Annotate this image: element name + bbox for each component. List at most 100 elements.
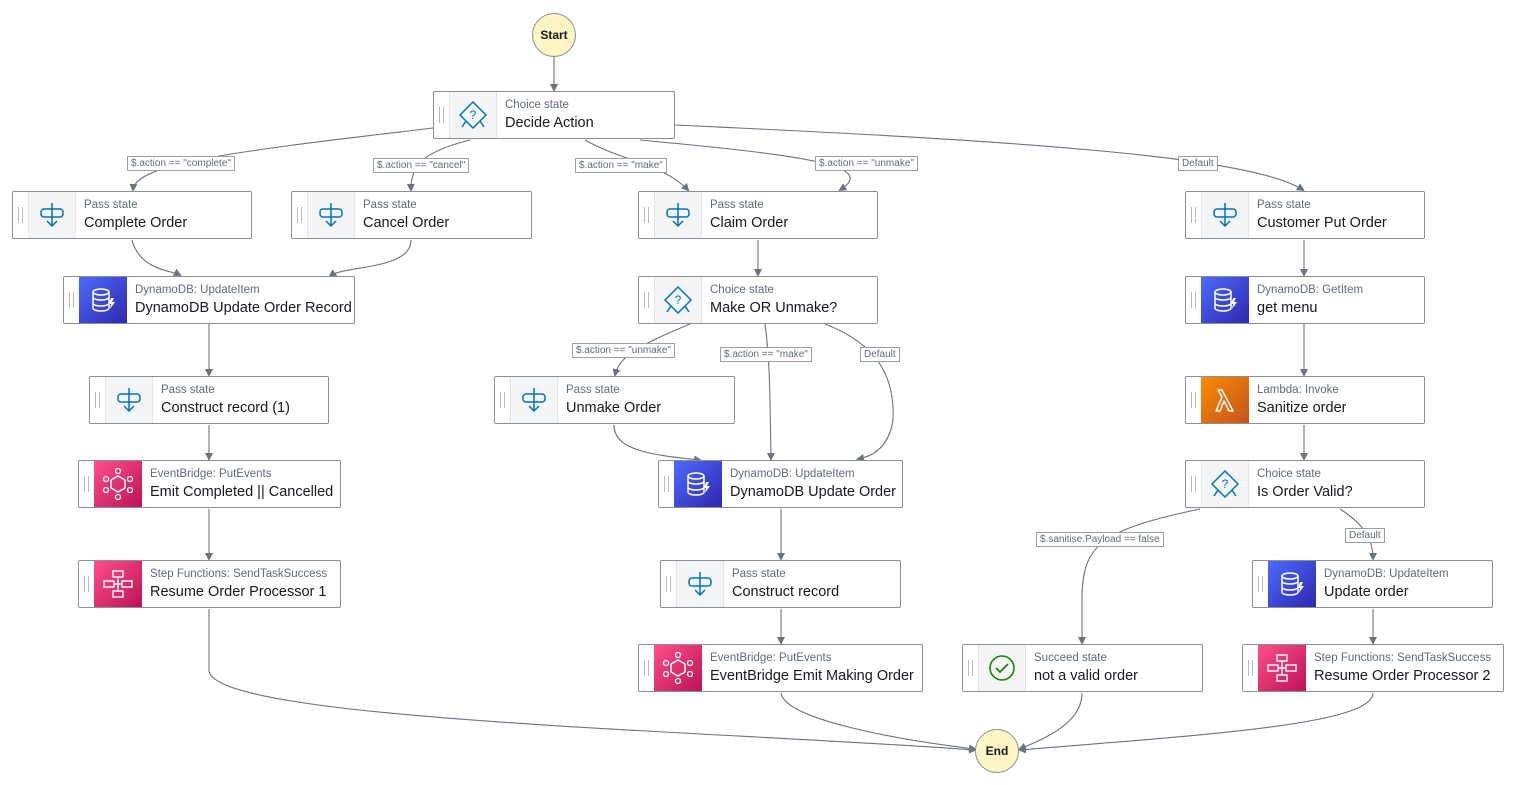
drag-handle-icon[interactable] xyxy=(639,645,654,691)
end-node[interactable]: End xyxy=(975,729,1019,773)
svg-text:?: ? xyxy=(470,108,477,122)
condition-label-complete: $.action == "complete" xyxy=(127,156,235,171)
state-name: Cancel Order xyxy=(363,214,450,231)
drag-handle-icon[interactable] xyxy=(1253,561,1268,607)
state-name: Customer Put Order xyxy=(1257,214,1387,231)
drag-handle-icon[interactable] xyxy=(292,192,307,238)
eventbridge-icon xyxy=(94,461,142,507)
state-name: Sanitize order xyxy=(1257,399,1347,416)
drag-handle-icon[interactable] xyxy=(1186,277,1201,323)
dynamodb-icon xyxy=(674,461,722,507)
drag-handle-icon[interactable] xyxy=(79,461,94,507)
condition-label-sanitise-false: $.sanitise.Payload == false xyxy=(1036,532,1164,547)
drag-handle-icon[interactable] xyxy=(1186,192,1201,238)
state-name: Make OR Unmake? xyxy=(710,299,838,316)
state-name: Unmake Order xyxy=(566,399,662,416)
state-name: Claim Order xyxy=(710,214,789,231)
edge-resume1-end xyxy=(208,609,977,754)
condition-label-make-2: $.action == "make" xyxy=(720,347,812,362)
pass-icon xyxy=(1201,192,1249,238)
state-get-menu[interactable]: DynamoDB: GetItem get menu xyxy=(1185,276,1425,324)
state-name: DynamoDB Update Order xyxy=(730,483,897,500)
drag-handle-icon[interactable] xyxy=(79,561,94,607)
state-type: Pass state xyxy=(710,198,764,211)
choice-icon: ? xyxy=(654,277,702,323)
condition-label-default-2: Default xyxy=(860,347,900,362)
state-type: Lambda: Invoke xyxy=(1257,383,1339,396)
drag-handle-icon[interactable] xyxy=(659,461,674,507)
state-type: Succeed state xyxy=(1034,651,1107,664)
condition-label-make: $.action == "make" xyxy=(575,158,667,173)
pass-icon xyxy=(28,192,76,238)
drag-handle-icon[interactable] xyxy=(64,277,79,323)
edge-resume2-end xyxy=(1018,692,1374,754)
step-functions-icon xyxy=(94,561,142,607)
state-name: DynamoDB Update Order Record xyxy=(135,299,352,316)
drag-handle-icon[interactable] xyxy=(639,277,654,323)
pass-icon xyxy=(307,192,355,238)
drag-handle-icon[interactable] xyxy=(90,377,105,423)
state-name: Is Order Valid? xyxy=(1257,483,1353,500)
state-type: DynamoDB: GetItem xyxy=(1257,283,1364,296)
check-circle-icon xyxy=(978,645,1026,691)
state-type: Pass state xyxy=(363,198,417,211)
drag-handle-icon[interactable] xyxy=(1186,377,1201,423)
state-type: DynamoDB: UpdateItem xyxy=(730,467,855,480)
pass-icon xyxy=(654,192,702,238)
condition-label-unmake: $.action == "unmake" xyxy=(815,156,918,171)
state-name: Construct record (1) xyxy=(161,399,290,416)
state-type: Pass state xyxy=(84,198,138,211)
drag-handle-icon[interactable] xyxy=(661,561,676,607)
drag-handle-icon[interactable] xyxy=(639,192,654,238)
state-name: Emit Completed || Cancelled xyxy=(150,483,334,500)
dynamodb-icon xyxy=(1268,561,1316,607)
state-name: get menu xyxy=(1257,299,1318,316)
drag-handle-icon[interactable] xyxy=(495,377,510,423)
edge-valid-notvalid xyxy=(1078,508,1201,645)
edge-makeunmake-dynamoupd xyxy=(764,323,775,461)
edge-makeunmake-default xyxy=(824,323,894,462)
dynamodb-icon xyxy=(1201,277,1249,323)
lambda-icon xyxy=(1201,377,1249,423)
state-type: DynamoDB: UpdateItem xyxy=(135,283,260,296)
drag-handle-icon[interactable] xyxy=(963,645,978,691)
svg-text:?: ? xyxy=(675,293,682,307)
drag-handle-icon[interactable] xyxy=(434,92,449,138)
state-type: Choice state xyxy=(710,283,774,296)
state-type: DynamoDB: UpdateItem xyxy=(1324,567,1449,580)
drag-handle-icon[interactable] xyxy=(1186,461,1201,507)
state-name: Complete Order xyxy=(84,214,188,231)
condition-label-unmake-2: $.action == "unmake" xyxy=(572,343,675,358)
edge-emitmaking-end xyxy=(780,692,977,753)
state-type: EventBridge: PutEvents xyxy=(710,651,832,664)
drag-handle-icon[interactable] xyxy=(1243,645,1258,691)
state-type: Pass state xyxy=(566,383,620,396)
drag-handle-icon[interactable] xyxy=(13,192,28,238)
state-name: Resume Order Processor 2 xyxy=(1314,667,1491,684)
state-type: Choice state xyxy=(505,98,569,111)
start-node[interactable]: Start xyxy=(532,13,576,57)
state-type: Pass state xyxy=(732,567,786,580)
step-functions-icon xyxy=(1258,645,1306,691)
choice-icon: ? xyxy=(449,92,497,138)
